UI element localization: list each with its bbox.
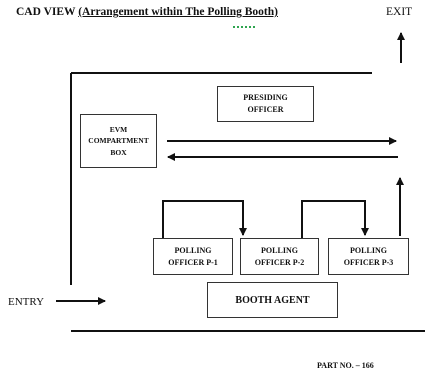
- exit-label: EXIT: [386, 6, 413, 18]
- p3-label-line2: OFFICER P-3: [343, 257, 394, 267]
- spellcheck-underline: [233, 24, 255, 28]
- p1-label-line1: POLLING: [174, 245, 212, 255]
- title-arrangement: (Arrangement within The Polling Booth): [78, 6, 278, 18]
- presiding-label-line2: OFFICER: [247, 105, 284, 114]
- presiding-officer-box: PRESIDING OFFICER: [217, 86, 314, 122]
- p2-label-line1: POLLING: [261, 245, 298, 255]
- booth-agent-label: BOOTH AGENT: [235, 294, 310, 306]
- arrow-p2-to-p3: [301, 200, 369, 238]
- polling-officer-p1-box: POLLING OFFICER P-1: [153, 238, 233, 275]
- evm-label-line2: COMPARTMENT: [88, 136, 149, 146]
- p1-label-line2: OFFICER P-1: [168, 257, 218, 267]
- title-cad-view: CAD VIEW: [16, 6, 76, 18]
- polling-officer-p3-box: POLLING OFFICER P-3: [328, 238, 409, 275]
- diagram-title: CAD VIEW (Arrangement within The Polling…: [16, 6, 278, 18]
- evm-label-line3: BOX: [110, 147, 127, 157]
- p2-label-line2: OFFICER P-2: [254, 257, 305, 267]
- presiding-label-line1: PRESIDING: [243, 93, 288, 102]
- p3-label-line1: POLLING: [350, 245, 387, 255]
- booth-agent-box: BOOTH AGENT: [207, 282, 338, 318]
- part-number: PART NO. – 166: [317, 361, 374, 370]
- arrow-p1-to-p2: [162, 200, 247, 238]
- entry-label: ENTRY: [8, 296, 45, 308]
- evm-label-line1: EVM: [109, 125, 128, 135]
- evm-compartment-box: EVM COMPARTMENT BOX: [80, 114, 157, 168]
- polling-officer-p2-box: POLLING OFFICER P-2: [240, 238, 319, 275]
